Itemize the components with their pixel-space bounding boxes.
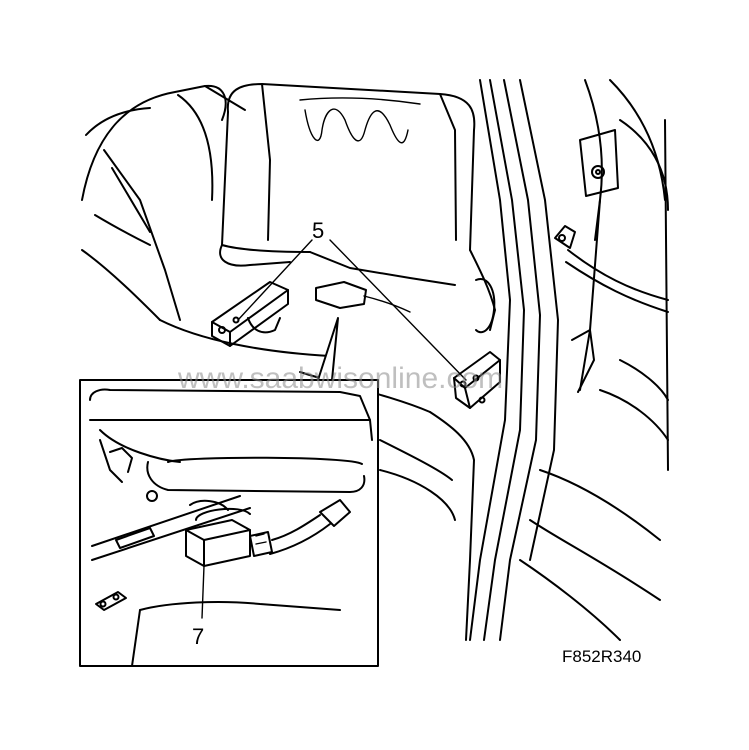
callout-7-label: 7: [192, 624, 204, 649]
left-seat-rail: [211, 281, 289, 347]
callout-5-label: 5: [312, 218, 324, 243]
detail-inset: [79, 379, 379, 667]
callout-5-leaders: [237, 239, 467, 381]
connector: [185, 499, 351, 567]
figure-code: F852R340: [562, 647, 641, 666]
watermark-text: www.saabwisonline.com: [177, 362, 503, 395]
